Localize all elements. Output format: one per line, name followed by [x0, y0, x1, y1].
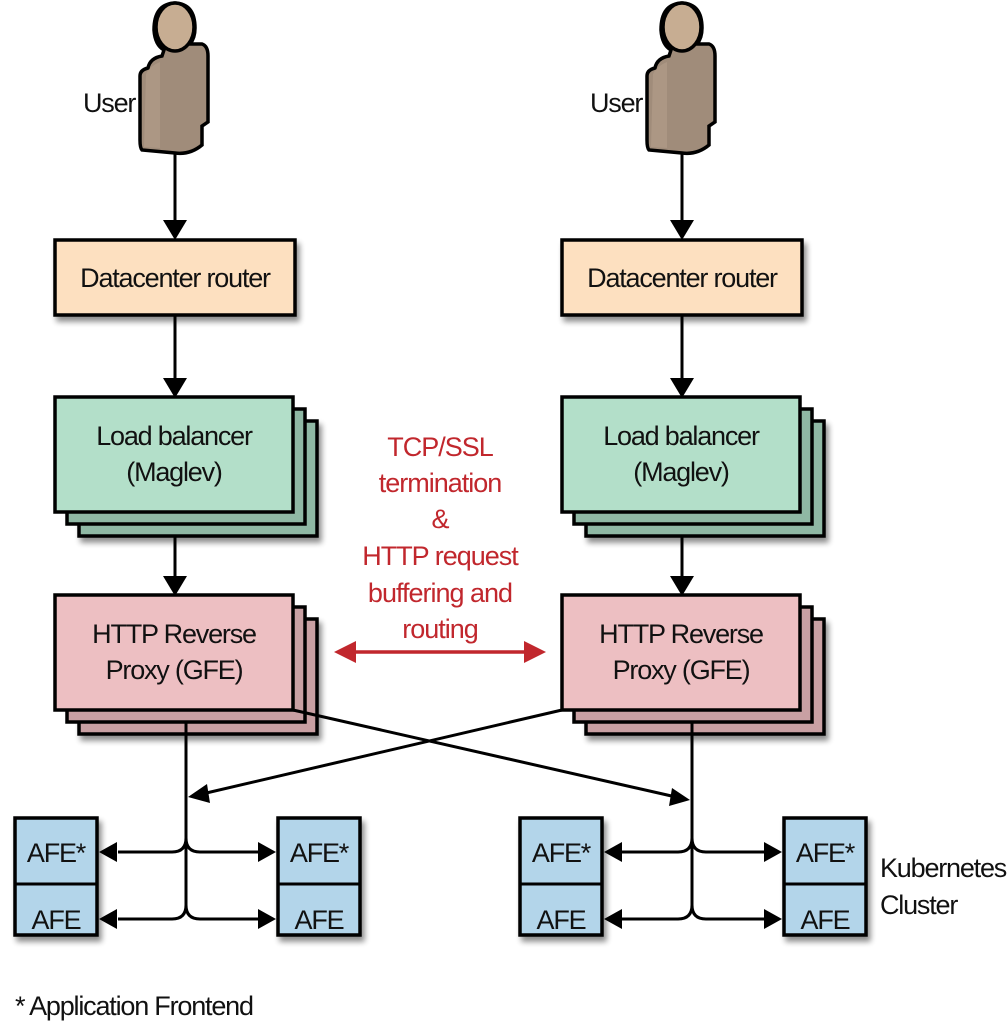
annotation-line: termination [379, 468, 502, 498]
lb-label-line1: Load balancer [96, 421, 253, 451]
stack-layer-front [53, 395, 295, 514]
annotation-line: buffering and [368, 578, 512, 608]
proxy-label-line2: Proxy (GFE) [106, 655, 243, 685]
arrowhead [669, 788, 690, 806]
http-proxy-left: HTTP Reverse Proxy (GFE) [53, 593, 319, 736]
cluster-label-line2: Cluster [880, 890, 958, 920]
datacenter-router-left: Datacenter router [53, 238, 297, 317]
arrowhead [163, 576, 187, 596]
stack-layer-front [560, 593, 802, 712]
branch [118, 837, 188, 854]
lb-label-line1: Load balancer [603, 421, 760, 451]
afe-group: AFE* AFE [518, 816, 604, 937]
double-arrow-icon [334, 641, 546, 663]
stack-layer-front [53, 593, 295, 712]
branch [690, 904, 768, 921]
annotation-line: & [431, 504, 449, 534]
user-icon [138, 1, 210, 156]
arrowhead [670, 220, 694, 240]
router-label: Datacenter router [587, 263, 778, 293]
annotation-line: TCP/SSL [387, 432, 494, 462]
flow-arrows [163, 153, 694, 596]
afe-label: AFE* [532, 838, 592, 868]
cross-link-left-to-right [292, 708, 677, 799]
arrowhead [670, 378, 694, 398]
afe-label: AFE* [796, 838, 856, 868]
stack-layer-front [560, 395, 802, 514]
afe-label: AFE [295, 905, 344, 935]
cluster-label-line1: Kubernetes [880, 853, 1007, 883]
annotation-line: routing [402, 614, 478, 644]
proxy-label-line2: Proxy (GFE) [613, 655, 750, 685]
arrowhead [163, 220, 187, 240]
annotation-line: HTTP request [362, 541, 519, 571]
arrowheads [99, 784, 782, 929]
afe-label: AFE* [290, 838, 350, 868]
afe-label: AFE [801, 905, 850, 935]
afe-label: AFE* [27, 838, 87, 868]
afe-label: AFE [537, 905, 586, 935]
user-icon [645, 1, 717, 156]
afe-group: AFE* AFE [13, 816, 99, 937]
proxy-label-line1: HTTP Reverse [92, 619, 256, 649]
proxy-label-line1: HTTP Reverse [599, 619, 763, 649]
datacenter-router-right: Datacenter router [560, 238, 804, 317]
router-label: Datacenter router [80, 263, 271, 293]
afe-group: AFE* AFE [782, 816, 868, 937]
footnote: * Application Frontend [15, 991, 253, 1021]
termination-annotation: TCP/SSL termination & HTTP request buffe… [334, 432, 546, 663]
branch [690, 837, 768, 854]
proxy-to-afe-links [118, 708, 768, 921]
load-balancer-left: Load balancer (Maglev) [53, 395, 319, 538]
load-balancer-right: Load balancer (Maglev) [560, 395, 826, 538]
afe-label: AFE [32, 905, 81, 935]
user-right: User [590, 1, 717, 156]
afe-group: AFE* AFE [276, 816, 362, 937]
arrowhead [163, 378, 187, 398]
branch [184, 837, 262, 854]
lb-label-line2: (Maglev) [126, 457, 222, 487]
user-label: User [590, 88, 643, 118]
arrowhead [670, 576, 694, 596]
branch [622, 838, 694, 921]
user-label: User [83, 88, 136, 118]
branch [118, 838, 188, 921]
branch [622, 837, 694, 854]
user-left: User [83, 1, 210, 156]
http-proxy-right: HTTP Reverse Proxy (GFE) [560, 593, 826, 736]
lb-label-line2: (Maglev) [633, 457, 729, 487]
arrowhead [188, 784, 210, 803]
branch [184, 904, 262, 921]
cross-link-right-to-left [201, 708, 563, 796]
